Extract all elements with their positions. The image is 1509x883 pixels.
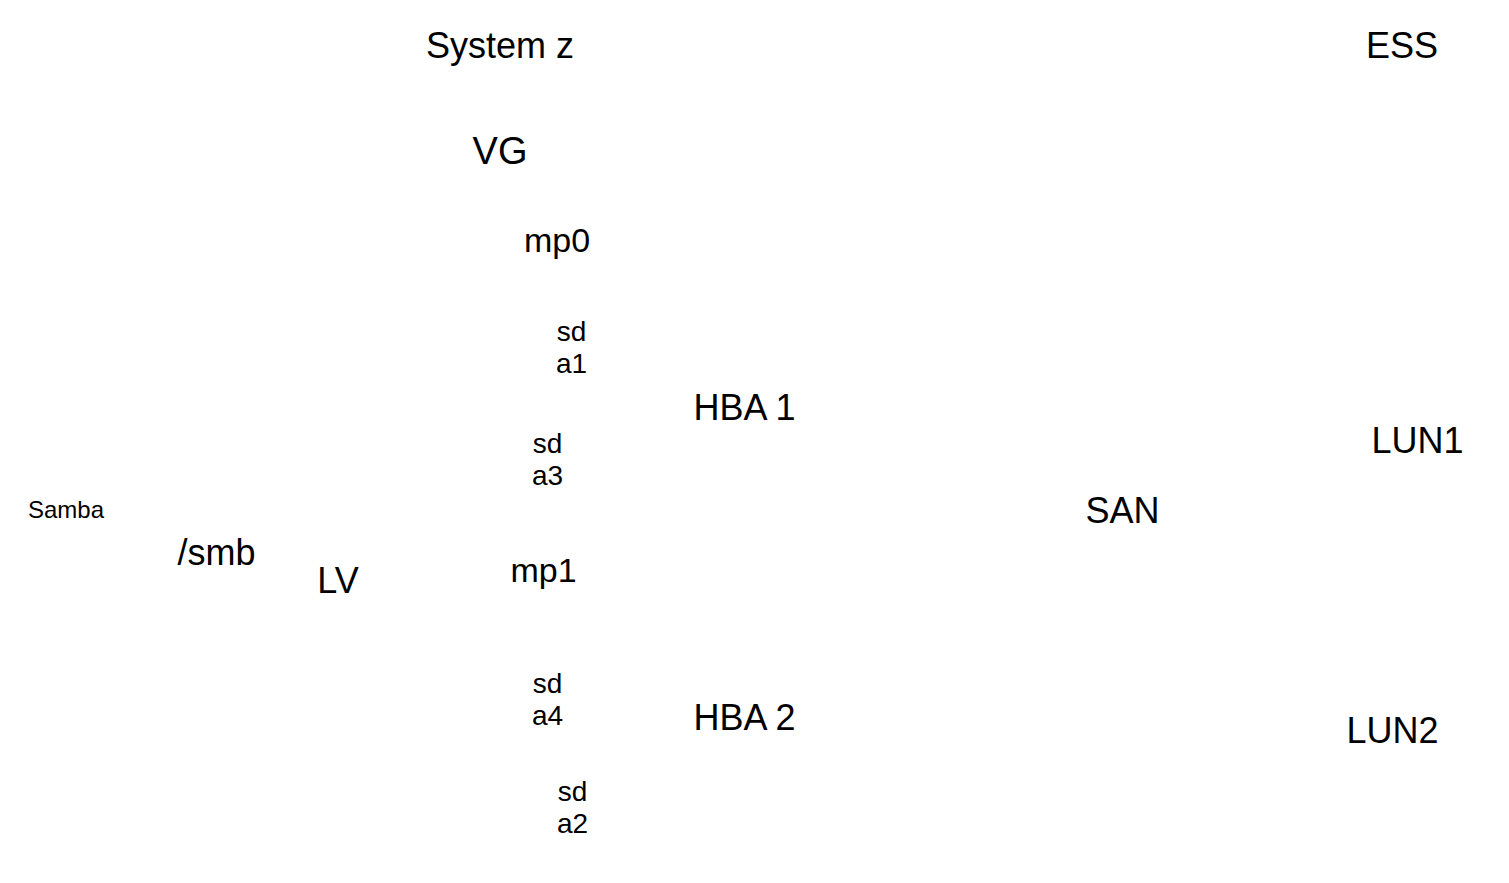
cylinder-top xyxy=(546,279,597,301)
node-label: sd a4 xyxy=(528,668,567,732)
cylinder-top xyxy=(387,106,613,274)
link-wire xyxy=(598,330,651,390)
box-fill xyxy=(652,661,838,773)
node-label: sd a2 xyxy=(550,776,595,840)
storage-system-frame: ESS LUN1LUN2 xyxy=(1295,8,1509,847)
mount-point-box: /smb xyxy=(160,438,273,665)
node-label: sd a3 xyxy=(528,428,567,492)
lun-cylinder: LUN1 xyxy=(1330,310,1505,482)
cylinder-body xyxy=(548,752,597,865)
path-device-cylinder: sd a2 xyxy=(547,740,598,866)
link-wire xyxy=(385,545,487,795)
logical-volume-cylinder-outline xyxy=(291,258,385,752)
cylinder-body xyxy=(387,190,613,834)
node-label: mp1 xyxy=(490,551,597,590)
link-wire xyxy=(742,482,1422,660)
cylinder-body xyxy=(292,303,384,751)
multipath-cylinder: mp0 sd a1 sd a3 xyxy=(500,205,614,535)
san-cloud: SAN xyxy=(1000,180,1245,832)
node-label: HBA 1 xyxy=(654,387,835,428)
cylinder-top xyxy=(526,639,569,661)
path-device-cylinder: sd a3 xyxy=(525,395,570,517)
logical-volume-cylinder: LV xyxy=(291,258,385,752)
samba-arrow-line xyxy=(38,544,160,546)
node-label: /smb xyxy=(163,532,270,573)
samba-arrow-head xyxy=(8,535,40,555)
node-label: sd a1 xyxy=(548,316,595,380)
cylinder-top xyxy=(1306,619,1479,677)
link-wire xyxy=(745,463,1397,618)
cylinder-body xyxy=(546,290,597,401)
path-device-cylinder: sd a4 xyxy=(525,638,570,772)
node-label: SAN xyxy=(1003,490,1242,531)
node-label: System z xyxy=(163,25,837,66)
hba-box: HBA 2 xyxy=(651,660,838,773)
link-wire xyxy=(273,543,291,548)
hba-box: HBA 1 xyxy=(651,350,838,463)
host-system-frame: System z VG mp0 sd a1 sd a3 mp1 sd a4 sd a2 LV/s… xyxy=(160,8,840,883)
cylinder-body xyxy=(526,407,569,516)
lun-cylinder: LUN2 xyxy=(1305,618,1480,788)
cylinder-top xyxy=(292,259,384,347)
multipath-cylinder: mp1 sd a4 sd a2 xyxy=(487,535,600,858)
link-wire xyxy=(838,712,1305,718)
cylinder-body xyxy=(1306,648,1479,787)
node-label: mp0 xyxy=(503,221,611,260)
node-label: VG xyxy=(389,130,611,174)
link-wire xyxy=(570,452,651,710)
volume-group-cylinder: VGmp0sd a1sd a3mp1sd a4sd a2 xyxy=(386,105,614,835)
cylinder-top xyxy=(548,741,597,763)
node-label: LV xyxy=(294,560,382,601)
node-label: HBA 2 xyxy=(654,697,835,738)
link-wire xyxy=(598,728,651,800)
cylinder-body xyxy=(501,240,613,534)
link-wire xyxy=(838,402,1330,408)
label-slot: Samba xyxy=(28,496,104,524)
box-fill xyxy=(161,439,273,665)
cylinder-top xyxy=(1331,311,1504,369)
cylinder-body xyxy=(488,570,599,857)
node-label: ESS xyxy=(1298,25,1506,66)
lun-cylinder-outline xyxy=(1305,618,1480,788)
protocol-label: Samba xyxy=(28,496,104,524)
box-fill xyxy=(652,351,838,463)
cylinder-top xyxy=(501,206,613,274)
volume-group-cylinder-outline xyxy=(386,105,614,835)
cylinder-body xyxy=(526,650,569,771)
node-label: LUN1 xyxy=(1333,420,1502,461)
link-wire xyxy=(570,406,651,695)
box-fill xyxy=(161,9,840,883)
path-device-cylinder: sd a1 xyxy=(545,278,598,402)
cylinder-top xyxy=(526,396,569,418)
cylinder-top xyxy=(488,536,599,604)
cylinder-body xyxy=(1331,340,1504,481)
link-wire xyxy=(385,340,500,545)
node-label: LUN2 xyxy=(1308,710,1477,751)
box-fill xyxy=(1296,9,1509,847)
